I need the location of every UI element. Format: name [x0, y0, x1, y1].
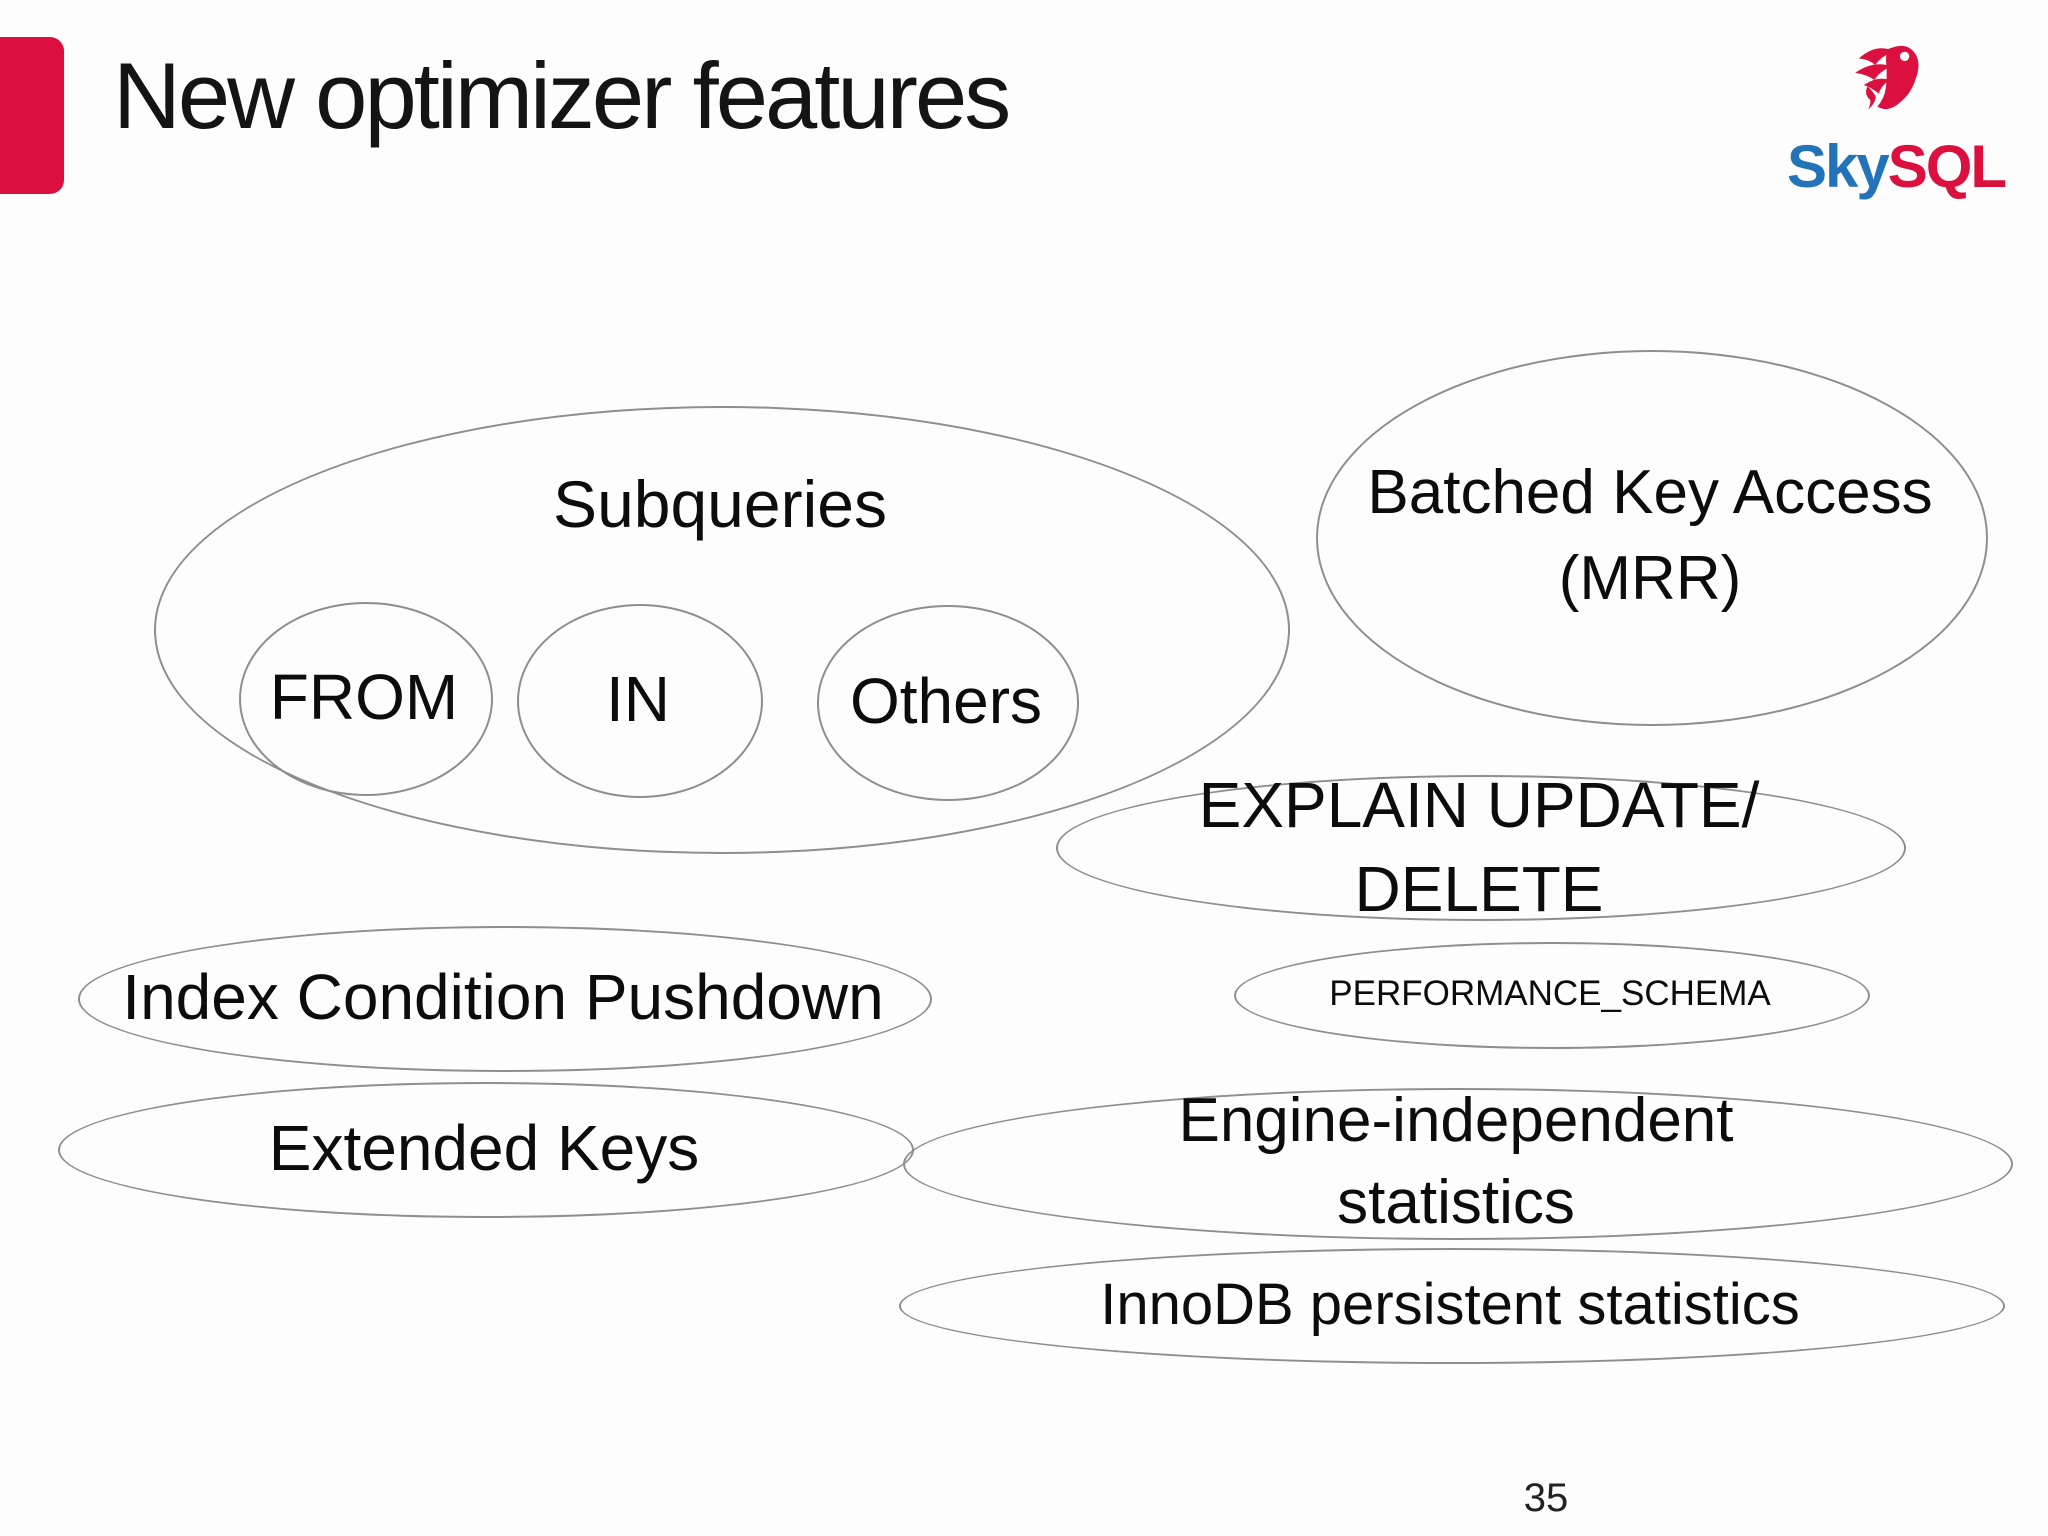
subquery-from-label: FROM	[269, 661, 459, 733]
index-condition-pushdown-label: Index Condition Pushdown	[122, 961, 884, 1033]
page-number: 35	[1523, 1476, 1569, 1520]
page-title: New optimizer features	[113, 43, 1011, 148]
engine-independent-statistics-label: Engine-independent statistics	[1178, 1086, 1734, 1237]
bird-icon	[1848, 34, 1934, 126]
subquery-in-label: IN	[606, 663, 670, 735]
performance-schema-label: PERFORMANCE_SCHEMA	[1329, 973, 1771, 1013]
engine-independent-statistics-ellipse	[903, 1088, 2013, 1240]
subquery-others-label: Others	[849, 665, 1043, 737]
explain-update-delete-label: EXPLAIN UPDATE/ DELETE	[1198, 769, 1760, 925]
subquery-others-ellipse	[817, 605, 1079, 801]
logo-text-sql: SQL	[1887, 133, 2007, 200]
index-condition-pushdown-ellipse	[78, 926, 932, 1072]
skysql-logo: SkySQL	[1778, 28, 2014, 200]
innodb-persistent-statistics-ellipse	[899, 1248, 2005, 1364]
subqueries-ellipse	[154, 406, 1290, 854]
batched-key-access-label: Batched Key Access (MRR)	[1367, 458, 1933, 613]
accent-bar	[0, 37, 64, 194]
batched-key-access-ellipse	[1316, 350, 1988, 726]
performance-schema-ellipse	[1234, 942, 1870, 1049]
logo-text-sky: Sky	[1786, 133, 1890, 200]
extended-keys-label: Extended Keys	[268, 1112, 700, 1184]
subquery-in-ellipse	[517, 604, 763, 798]
explain-update-delete-ellipse	[1056, 775, 1906, 921]
innodb-persistent-statistics-label: InnoDB persistent statistics	[1100, 1271, 1800, 1337]
logo-text: SkySQL	[1778, 132, 2014, 201]
subquery-from-ellipse	[239, 602, 493, 796]
subqueries-label: Subqueries	[553, 467, 887, 541]
